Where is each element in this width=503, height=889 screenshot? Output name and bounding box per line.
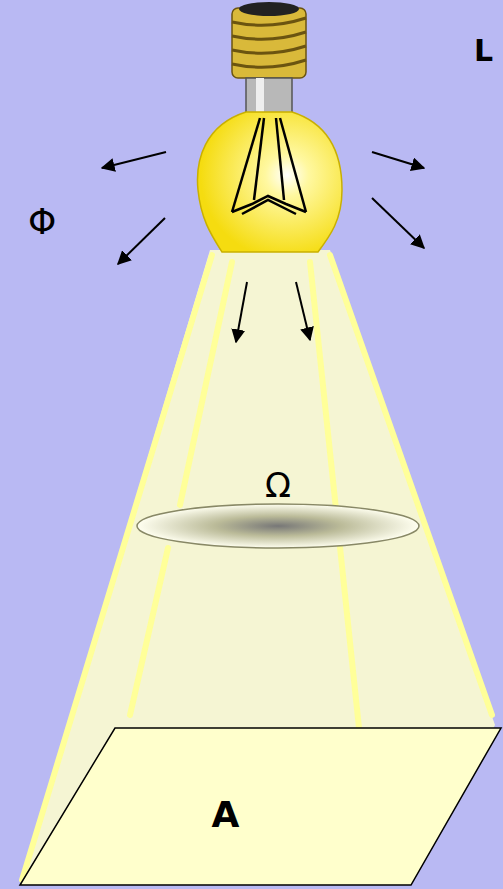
luminance-symbol: L <box>474 36 493 66</box>
bulb-base <box>232 2 306 118</box>
plane-outline <box>20 728 501 885</box>
area-plane-outline <box>18 726 503 887</box>
flux-arrows <box>102 152 424 342</box>
symbol-label: A <box>0 797 503 833</box>
symbol-label: Ω <box>134 468 422 502</box>
solid-angle-disc: Ω <box>134 464 422 552</box>
area-plane: A <box>18 726 503 887</box>
filament <box>232 118 306 214</box>
bulb-glass <box>198 112 342 252</box>
flux-symbol: Φ <box>28 204 56 240</box>
disc-ellipse <box>137 504 419 548</box>
